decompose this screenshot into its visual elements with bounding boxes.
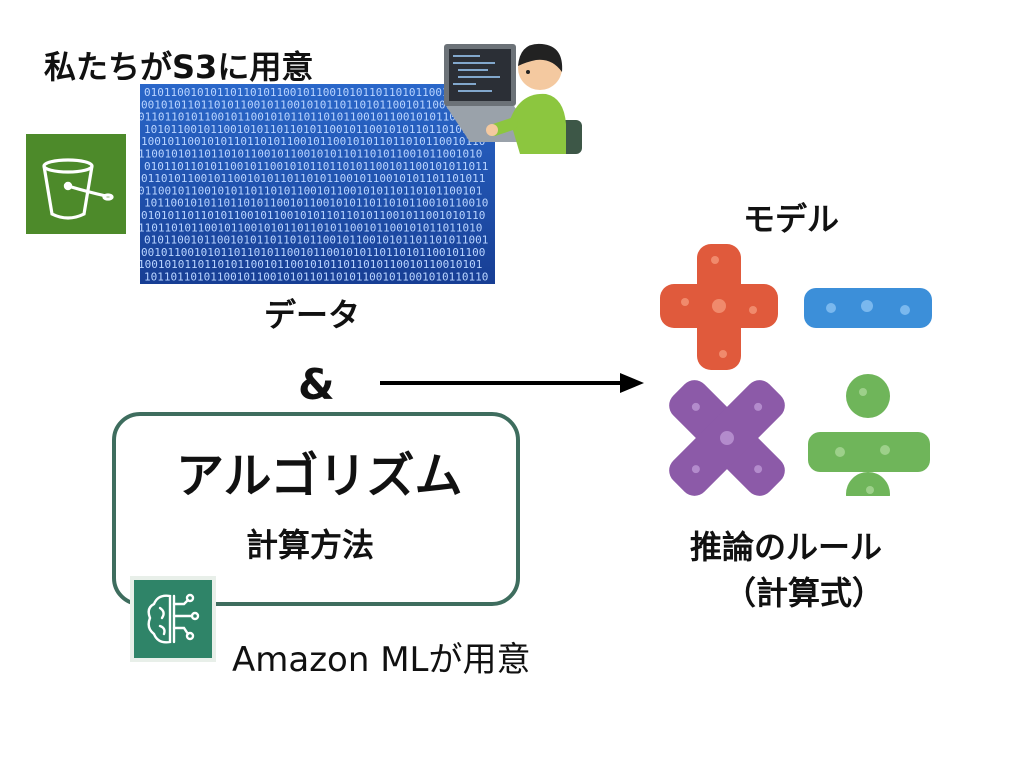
- svg-text:010110110101100101100101011011: 0101101101011001011001010110110101100101…: [144, 160, 488, 173]
- flow-arrow: [380, 373, 644, 393]
- svg-text:011011010110010110010101101101: 0110110101100101100101011011010110010110…: [140, 111, 482, 124]
- binary-data-panel: 0101100101011011010110010110010101101101…: [140, 84, 495, 284]
- brain-circuit-icon: [130, 576, 216, 662]
- arithmetic-operators-illustration: [660, 244, 932, 496]
- svg-text:101101101011001011001010110110: 1011011010110010110010101101101011001011…: [144, 271, 488, 284]
- inference-rule-label: 推論のルール: [690, 528, 883, 566]
- algorithm-title: アルゴリズム: [176, 448, 463, 504]
- rule-formula-label: （計算式）: [724, 574, 885, 612]
- svg-text:010101101101011001011001010110: 0101011011010110010110010101101101011001…: [141, 209, 485, 222]
- s3-caption: 私たちがS3に用意: [44, 48, 314, 86]
- minus-icon: [804, 288, 932, 328]
- times-icon: [669, 380, 785, 496]
- svg-text:100101100101011011010110010110: 1001011001010110110101100101100101011011…: [141, 135, 485, 148]
- algorithm-subtitle: 計算方法: [246, 526, 375, 564]
- svg-text:001010110110101100101100101011: 0010101101101011001011001010110110101100…: [141, 98, 485, 111]
- plus-icon: [660, 244, 778, 370]
- svg-text:101100101011011010110010110010: 1011001010110110101100101100101011011010…: [144, 197, 488, 210]
- svg-text:110010101101101011001011001010: 1100101011011010110010110010101101101011…: [140, 148, 482, 161]
- ampersand: &: [298, 360, 335, 409]
- svg-text:011010110010110010101101101011: 0110101100101100101011011010110010110010…: [141, 172, 485, 185]
- svg-text:011001011001010110110101100101: 0110010110010101101101011001011001010110…: [140, 184, 482, 197]
- svg-text:010110010101101101011001011001: 0101100101011011010110010110010101101101…: [144, 86, 488, 99]
- algorithm-box: [112, 412, 520, 606]
- svg-text:001011001010110110101100101100: 0010110010101101101011001011001010110110…: [141, 246, 485, 259]
- divide-icon: [808, 374, 930, 496]
- amazon-ml-caption: Amazon MLが用意: [232, 640, 531, 680]
- svg-text:110110101100101100101011011010: 1101101011001011001010110110101100101100…: [140, 221, 482, 234]
- s3-bucket-icon: [26, 134, 126, 234]
- model-label: モデル: [743, 200, 840, 238]
- svg-text:010110010110010101101101011001: 0101100101100101011011010110010110010101…: [144, 234, 488, 247]
- svg-text:101011001011001010110110101100: 1010110010110010101101101011001011001010…: [144, 123, 488, 136]
- svg-text:100101011011010110010110010101: 1001010110110101100101100101011011010110…: [140, 258, 482, 271]
- programmer-illustration: [444, 43, 582, 154]
- data-label: データ: [264, 296, 361, 334]
